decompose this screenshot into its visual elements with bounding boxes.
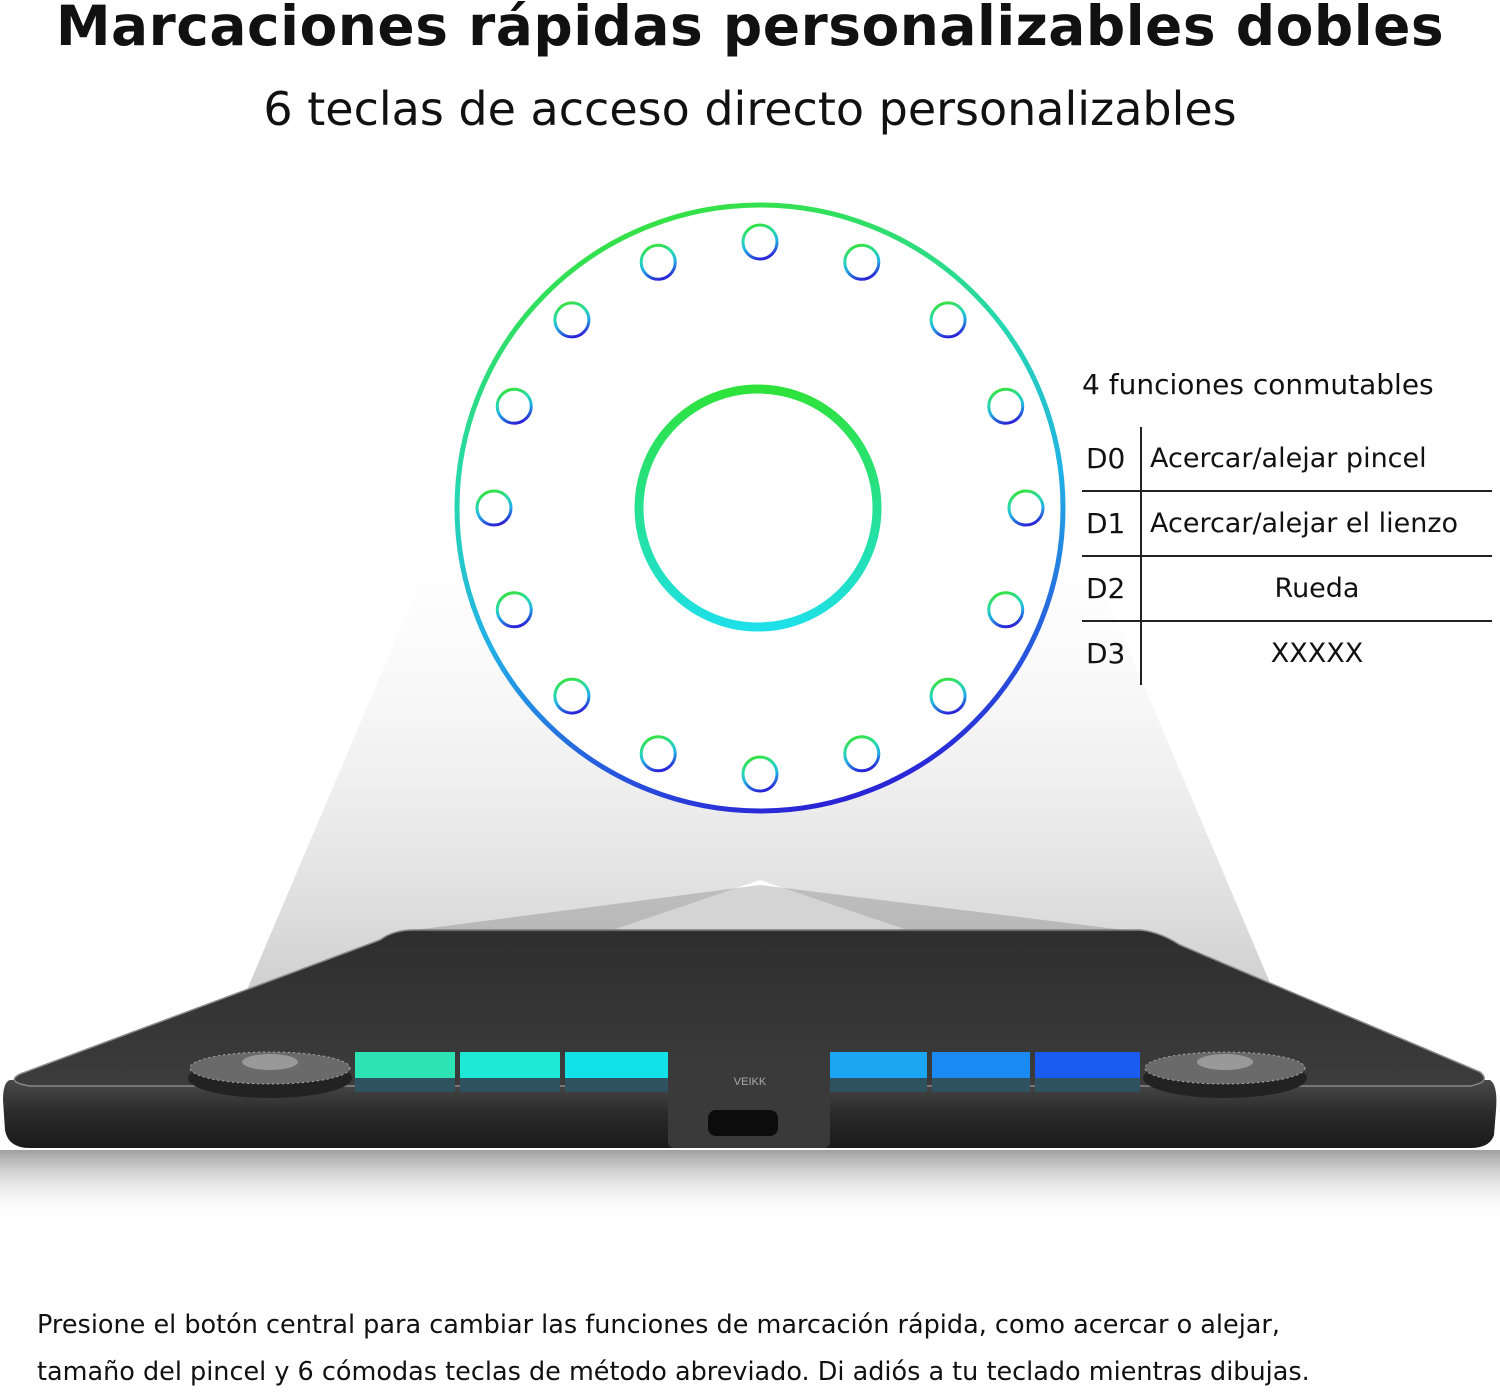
function-row: D2 Rueda <box>1082 557 1492 622</box>
dial-marker <box>987 387 1025 425</box>
shortcut-key <box>932 1052 1030 1092</box>
page-subtitle: 6 teclas de acceso directo personalizabl… <box>263 82 1237 136</box>
shortcut-key <box>460 1052 560 1092</box>
page-title: Marcaciones rápidas personalizables dobl… <box>55 0 1445 58</box>
dial-marker <box>495 387 533 425</box>
dial-marker <box>741 755 779 793</box>
function-key: D0 <box>1082 427 1142 490</box>
dial-marker <box>843 735 881 773</box>
shortcut-key <box>830 1052 927 1092</box>
dial-marker <box>553 301 591 339</box>
dial-marker <box>639 735 677 773</box>
dial-marker <box>553 677 591 715</box>
light-beam-left <box>215 500 760 1065</box>
function-value: Acercar/alejar pincel <box>1150 443 1427 474</box>
function-value: Acercar/alejar el lienzo <box>1150 508 1459 539</box>
dial-marker <box>987 591 1025 629</box>
shortcut-key <box>1035 1052 1140 1092</box>
function-value: Rueda <box>1274 573 1360 604</box>
description-line: Presione el botón central para cambiar l… <box>37 1310 1280 1340</box>
dial-position-markers <box>475 223 1045 793</box>
dial-marker <box>495 591 533 629</box>
usb-c-port-icon <box>708 1110 778 1136</box>
panel-title: 4 funciones conmutables <box>1082 368 1434 401</box>
dial-outer-ring <box>454 202 1066 814</box>
shortcut-key <box>565 1052 668 1092</box>
tablet-reflection <box>0 1150 1500 1220</box>
dial-marker <box>1007 489 1045 527</box>
dial-diagram <box>454 202 1066 814</box>
dial-marker <box>475 489 513 527</box>
dial-center-button <box>634 384 882 632</box>
switchable-functions-panel: 4 funciones conmutables D0 Acercar/aleja… <box>1082 368 1492 685</box>
tablet-surface <box>13 929 1485 1087</box>
function-key: D3 <box>1082 622 1142 685</box>
drawing-tablet: VEIKK <box>0 885 1500 1220</box>
dial-marker <box>639 243 677 281</box>
description: Presione el botón central para cambiar l… <box>37 1302 1487 1396</box>
dial-marker <box>741 223 779 261</box>
function-value: XXXXX <box>1270 638 1364 669</box>
function-row: D3 XXXXX <box>1082 622 1492 685</box>
dial-marker <box>929 301 967 339</box>
light-beam-right <box>760 500 1305 1065</box>
function-key: D2 <box>1082 557 1142 620</box>
dial-left <box>188 1051 352 1098</box>
dial-marker <box>929 677 967 715</box>
logo-plate <box>668 1066 830 1092</box>
function-row: D0 Acercar/alejar pincel <box>1082 427 1492 492</box>
shortcut-key <box>355 1052 455 1092</box>
description-line: tamaño del pincel y 6 cómodas teclas de … <box>37 1357 1310 1387</box>
function-row: D1 Acercar/alejar el lienzo <box>1082 492 1492 557</box>
brand-logo: VEIKK <box>734 1076 767 1088</box>
dial-right <box>1143 1051 1307 1098</box>
shortcut-keys <box>355 1052 1140 1092</box>
dial-marker <box>843 243 881 281</box>
function-key: D1 <box>1082 492 1142 555</box>
